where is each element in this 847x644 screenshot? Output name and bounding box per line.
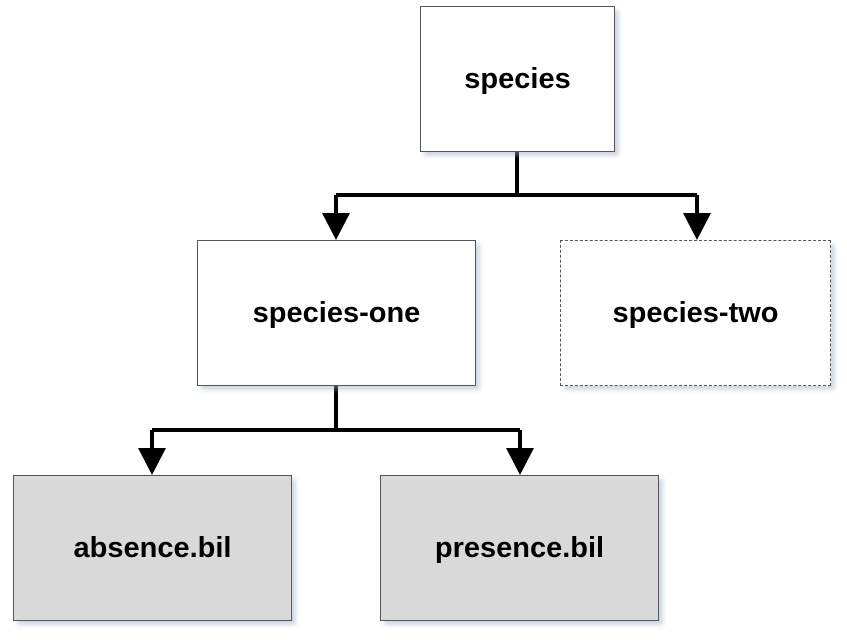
node-species-two: species-two (560, 240, 831, 386)
arrowhead-absence (138, 448, 166, 475)
arrowhead-presence (506, 448, 534, 475)
arrowhead-species-two (683, 213, 711, 240)
node-presence-file: presence.bil (380, 475, 659, 621)
node-species-one-label: species-one (252, 296, 421, 329)
node-absence-file: absence.bil (13, 475, 292, 621)
node-species-one: species-one (197, 240, 476, 386)
node-species: species (420, 6, 615, 152)
node-absence-label: absence.bil (73, 531, 232, 564)
node-species-two-label: species-two (612, 296, 779, 329)
node-presence-label: presence.bil (434, 531, 605, 564)
node-species-label: species (464, 62, 571, 95)
arrowhead-species-one (322, 213, 350, 240)
